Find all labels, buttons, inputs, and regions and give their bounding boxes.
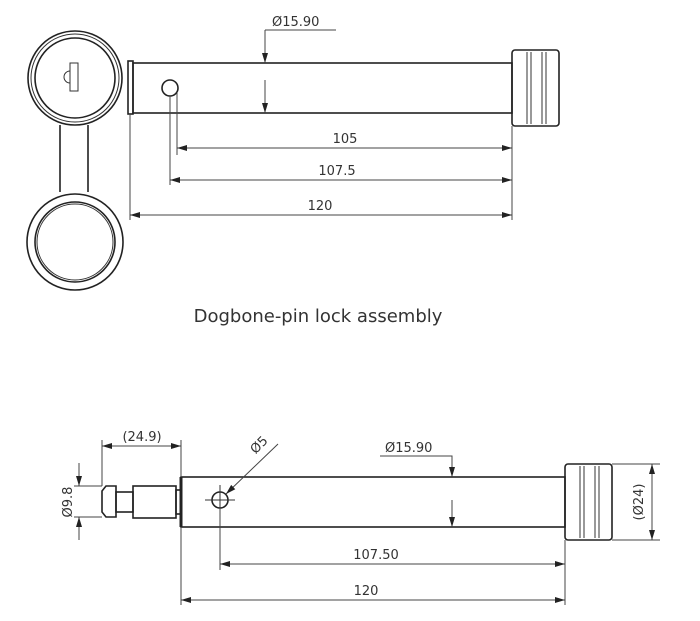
knob xyxy=(564,463,613,541)
dim-120-label: 120 xyxy=(354,584,379,599)
pin-side-view: (24.9) Ø9.8 Ø5 Ø15.90 107.50 120 xyxy=(61,430,660,605)
dimension-120: 120 xyxy=(130,199,512,218)
dimension-diameter: Ø15.90 xyxy=(262,15,336,113)
knob xyxy=(511,49,560,127)
dimension-diameter-15-90: Ø15.90 xyxy=(380,441,455,527)
dim-105-label: 105 xyxy=(333,132,358,147)
dimension-diameter-5: Ø5 xyxy=(225,434,279,495)
caption: Dogbone-pin lock assembly xyxy=(194,306,443,327)
extension-lines xyxy=(180,508,566,605)
dimension-105: 105 xyxy=(177,132,512,151)
dim-120-label: 120 xyxy=(308,199,333,214)
dim-107-50-label: 107.50 xyxy=(353,548,399,563)
dimension-120: 120 xyxy=(181,584,565,603)
diameter-label: Ø15.90 xyxy=(272,15,319,30)
diameter-label: Ø15.90 xyxy=(385,441,432,456)
dia-24-label: (Ø24) xyxy=(632,484,647,521)
dogbone-pin-assembly-view: Ø15.90 105 107.5 120 Dogbone-pin lock as… xyxy=(26,15,560,327)
dimension-107-5: 107.5 xyxy=(170,164,512,183)
dogbone-lock xyxy=(26,30,124,291)
dimension-diameter-9-8: Ø9.8 xyxy=(61,463,102,540)
stud xyxy=(101,485,182,519)
pin-hole xyxy=(161,79,179,97)
extension-lines xyxy=(129,93,513,220)
dimension-107-50: 107.50 xyxy=(220,548,565,567)
dim-107-5-label: 107.5 xyxy=(318,164,355,179)
pin-body xyxy=(180,476,566,528)
dimension-24-9: (24.9) xyxy=(101,430,182,486)
dim-24-9-label: (24.9) xyxy=(122,430,161,445)
pin xyxy=(127,49,560,127)
dia-9-8-label: Ø9.8 xyxy=(61,487,76,518)
dimension-diameter-24: (Ø24) xyxy=(612,463,660,541)
